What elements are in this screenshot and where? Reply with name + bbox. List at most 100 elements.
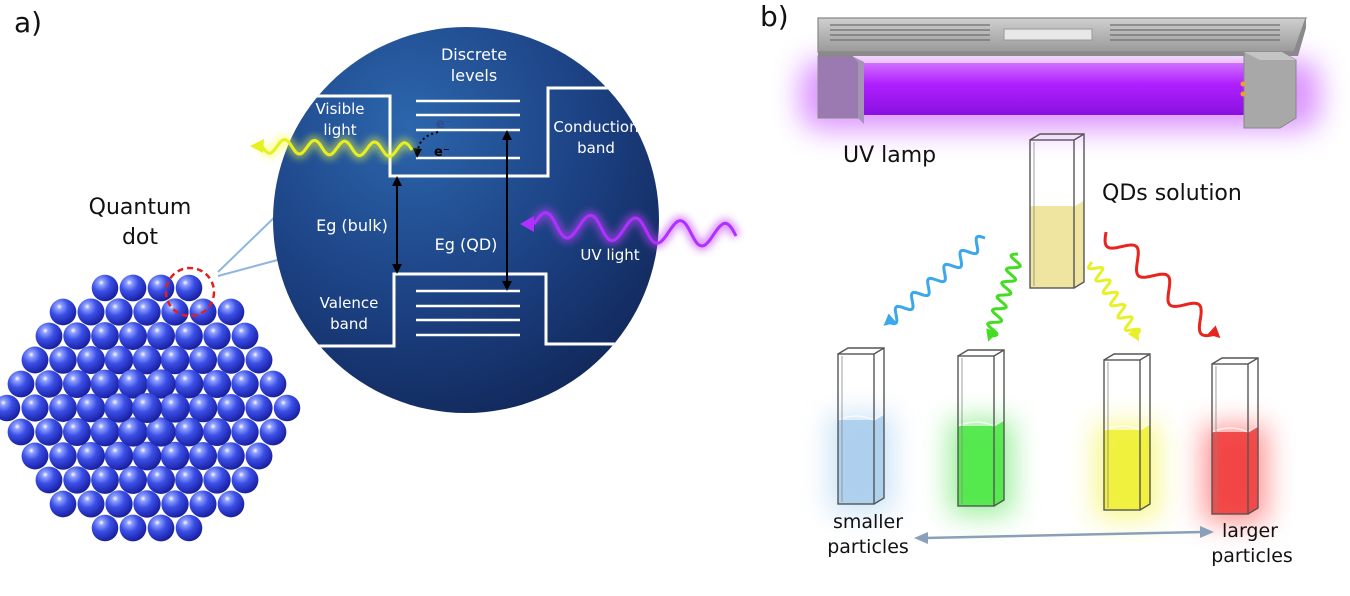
atom-sphere <box>132 393 162 423</box>
atom-sphere <box>49 490 77 518</box>
atom-sphere <box>174 417 204 447</box>
atom-sphere <box>202 417 232 447</box>
atom-sphere <box>104 441 134 471</box>
atom-sphere <box>76 393 106 423</box>
larger-particles-label-line1: larger <box>1222 520 1278 542</box>
panel-b-letter: b) <box>760 0 789 33</box>
atom-sphere <box>49 442 77 470</box>
emission-wave <box>887 234 986 326</box>
atom-sphere <box>231 370 259 398</box>
cuvette-glass-edge <box>1139 353 1151 361</box>
eg-bulk-arrowhead-bottom <box>392 264 402 274</box>
visible-light-label-line2: light <box>323 121 356 139</box>
atom-sphere <box>231 322 259 350</box>
atom-sphere <box>104 345 134 375</box>
emission-waves <box>883 231 1221 342</box>
atom-sphere <box>231 466 259 494</box>
atom-sphere <box>175 322 203 350</box>
cuvette-meniscus <box>1029 199 1085 207</box>
atom-sphere <box>175 514 203 542</box>
uv-lamp-pin <box>1240 81 1246 87</box>
atom-sphere <box>76 441 106 471</box>
atom-sphere <box>160 441 190 471</box>
band-diagram-circle <box>273 27 659 413</box>
atom-sphere <box>188 441 218 471</box>
uv-lamp-end-cap-left <box>817 55 859 119</box>
emission-arrowhead <box>986 328 998 342</box>
emission-wave <box>1087 261 1141 337</box>
atom-sphere <box>90 369 120 399</box>
atom-sphere <box>132 441 162 471</box>
atom-sphere <box>245 394 273 422</box>
atom-sphere <box>175 466 203 494</box>
electron-relaxation-arrowhead <box>413 148 422 158</box>
band-diagram <box>273 86 659 348</box>
atom-sphere <box>21 346 49 374</box>
atom-sphere <box>133 490 161 518</box>
uv-lamp-label: UV lamp <box>843 143 936 168</box>
size-arrowhead-left <box>914 532 928 544</box>
emission-wave <box>986 252 1022 338</box>
larger-particles-label-line2: particles <box>1211 545 1293 567</box>
atom-sphere <box>188 345 218 375</box>
atom-sphere <box>0 394 21 422</box>
cuvette-glass-front <box>1103 359 1141 511</box>
discrete-levels-label-line1: Discrete <box>441 45 507 64</box>
atom-sphere <box>188 393 218 423</box>
atom-sphere <box>217 346 245 374</box>
size-arrow <box>924 530 1204 540</box>
cuvette-liquid <box>1104 424 1150 510</box>
atom-sphere <box>63 322 91 350</box>
eg-bulk-arrowhead-top <box>392 176 402 186</box>
quantum-dot-label-line2: dot <box>122 225 158 250</box>
cuvette-glass-front <box>957 355 995 507</box>
cuvette-glass-front <box>1029 139 1075 289</box>
atom-sphere <box>62 369 92 399</box>
atom-sphere <box>160 345 190 375</box>
qds-solution-label: QDs solution <box>1102 181 1242 206</box>
atom-sphere <box>119 274 147 302</box>
atom-sphere <box>35 322 63 350</box>
cuvette-green <box>950 349 1012 514</box>
uv-lamp-vents <box>830 24 1280 41</box>
uv-lamp-pin <box>1240 91 1246 97</box>
atom-sphere <box>91 322 119 350</box>
atom-sphere <box>77 298 105 326</box>
uv-lamp-end-cap-right <box>1243 51 1297 129</box>
atom-sphere <box>217 490 245 518</box>
uv-lamp <box>800 17 1320 130</box>
cuvette-liquid <box>1030 200 1084 288</box>
cuvette-liquid <box>1212 426 1258 514</box>
atom-sphere <box>7 418 35 446</box>
conduction-band-label-line2: band <box>577 139 615 157</box>
visible-light-arrowhead <box>250 139 264 153</box>
atom-sphere <box>90 417 120 447</box>
smaller-particles-label-line2: particles <box>827 536 909 558</box>
atom-sphere <box>202 369 232 399</box>
atom-sphere <box>133 298 161 326</box>
uv-light-wave <box>520 208 741 251</box>
atom-sphere <box>104 393 134 423</box>
atom-sphere <box>132 345 162 375</box>
atom-sphere <box>21 394 49 422</box>
atom-sphere <box>119 514 147 542</box>
cuvette-liquid <box>958 420 1004 506</box>
atom-sphere <box>118 465 148 495</box>
atom-sphere <box>217 442 245 470</box>
size-arrowhead-right <box>1200 526 1214 538</box>
atom-sphere <box>146 321 176 351</box>
atom-sphere <box>146 369 176 399</box>
atom-sphere <box>259 370 287 398</box>
atom-sphere <box>160 393 190 423</box>
atom-sphere <box>203 466 231 494</box>
atom-sphere <box>259 418 287 446</box>
visible-light-label-line1: Visible <box>316 100 365 118</box>
atom-sphere <box>49 394 77 422</box>
atom-sphere <box>147 274 175 302</box>
highlight-circle <box>164 266 216 318</box>
cuvette-glass-edge <box>1247 357 1259 365</box>
smaller-particles-label-line1: smaller <box>833 511 903 533</box>
valence-band-edge <box>273 272 659 348</box>
